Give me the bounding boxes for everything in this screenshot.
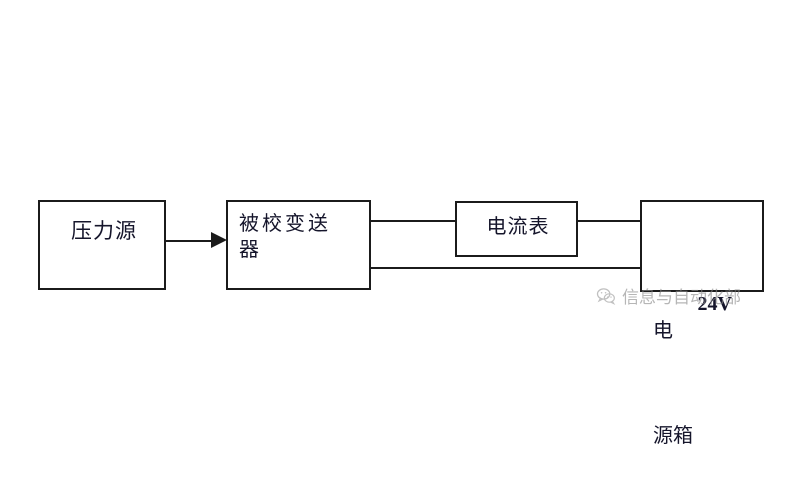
power-supply-label-line2: 源箱 [653,425,693,448]
block-transmitter-label: 被校变送 器 [239,213,331,262]
wechat-icon [596,287,616,305]
block-transmitter-under-calibration: 被校变送 器 [226,200,371,290]
block-pressure-source-label: 压力源 [71,220,137,243]
block-ammeter: 电流表 [455,201,578,257]
connector-transmitter-to-power-supply-return [371,267,642,269]
block-ammeter-label: 电流表 [486,216,550,238]
connector-ammeter-to-power-supply [576,220,642,222]
block-power-supply-24v: 24V 电 源箱 [640,200,764,447]
arrowhead-icon [211,232,227,248]
connector-transmitter-to-ammeter [371,220,457,222]
connector-source-to-transmitter [166,240,214,242]
power-supply-label-line1-cn: 电 [653,319,673,342]
power-supply-voltage-value: 24V [697,293,732,316]
block-power-supply-label: 24V 电 源箱 [653,212,763,447]
block-pressure-source: 压力源 [38,200,166,290]
